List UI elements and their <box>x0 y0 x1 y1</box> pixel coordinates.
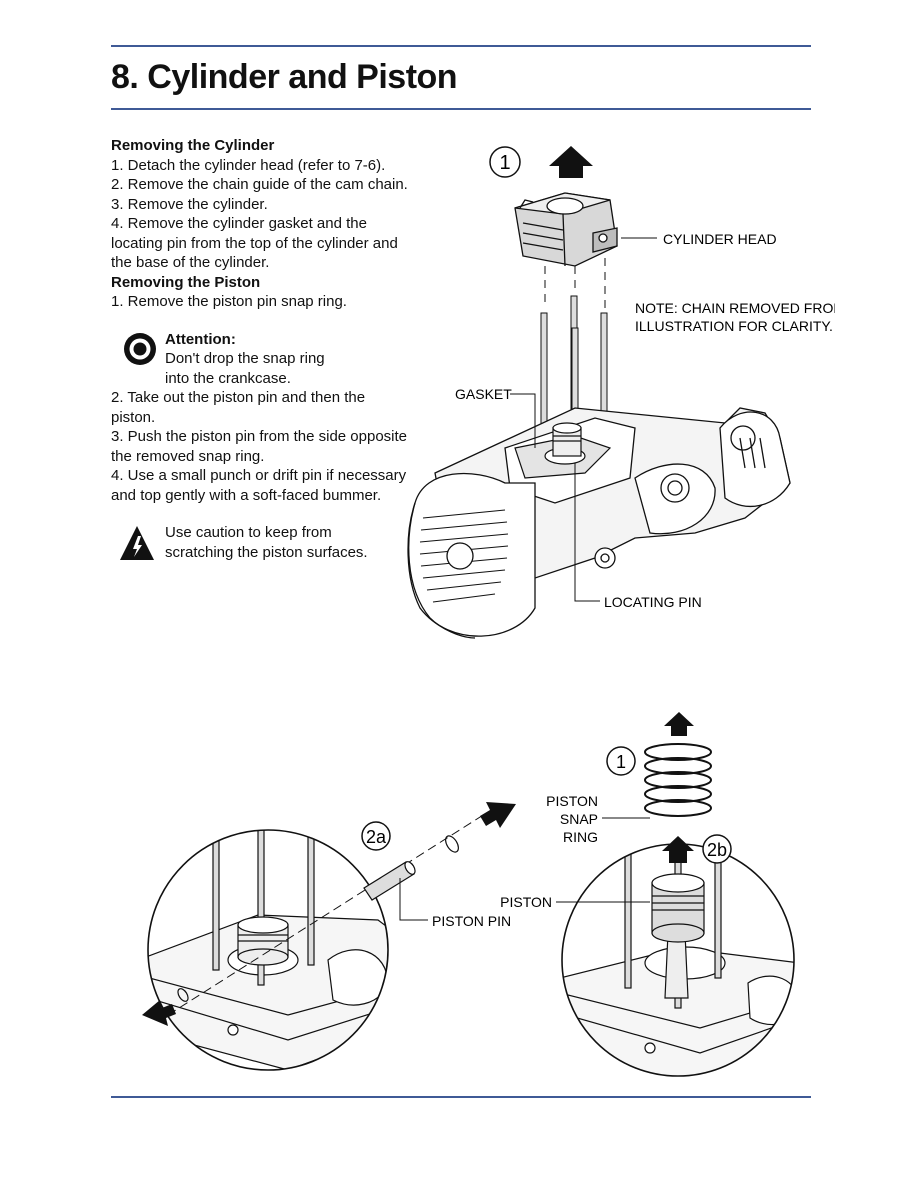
piston-step-1: 1. Remove the piston pin snap ring. <box>111 293 347 310</box>
svg-text:LOCATING PIN: LOCATING PIN <box>604 594 702 610</box>
gasket-label: GASKET <box>455 386 536 448</box>
top-rule <box>111 45 811 47</box>
piston-pin-inset <box>148 830 388 1070</box>
piston-snap-ring-label: PISTON SNAP RING <box>546 793 650 845</box>
cylinder-step-4: 4. Remove the cylinder gasket and the lo… <box>111 215 398 271</box>
page-title: 8. Cylinder and Piston <box>111 58 458 96</box>
left-arrow-icon <box>142 1000 176 1026</box>
svg-text:RING: RING <box>563 829 598 845</box>
piston-step-3: 3. Push the piston pin from the side opp… <box>111 428 408 465</box>
cylinder-step-2: 2. Remove the chain guide of the cam cha… <box>111 176 408 193</box>
cylinder-step-3: 3. Remove the cylinder. <box>111 195 268 213</box>
note-line-1: NOTE: CHAIN REMOVED FROM <box>635 300 835 316</box>
svg-text:PISTON: PISTON <box>546 793 598 809</box>
cylinder-removal-figure: 1 CYLINDER HEAD NOTE: CHAIN REMOVED FROM… <box>407 146 835 639</box>
cylinder-head-drawing <box>514 192 618 267</box>
piston-step-4: 4. Use a small punch or drift pin if nec… <box>111 467 407 504</box>
svg-text:1: 1 <box>616 752 626 772</box>
attention-notice: Attention: Don't drop the snap ring into… <box>111 330 411 389</box>
piston-pin-figure: 2a PISTON PIN <box>142 802 516 1071</box>
crankcase-drawing <box>407 407 791 639</box>
svg-text:SNAP: SNAP <box>560 811 598 827</box>
title-rule <box>111 108 811 110</box>
piston-step-2: 2. Take out the piston pin and then the … <box>111 389 366 426</box>
instructions-column: Removing the Cylinder 1. Detach the cyli… <box>111 136 411 563</box>
piston-removal-figure: 1 PISTON SNAP RING <box>500 712 795 1077</box>
svg-text:2a: 2a <box>366 827 387 847</box>
up-arrow-icon <box>664 712 694 736</box>
svg-text:CYLINDER HEAD: CYLINDER HEAD <box>663 231 777 247</box>
note-line-2: ILLUSTRATION FOR CLARITY. <box>635 318 833 334</box>
piston-snap-ring-drawing <box>644 743 712 817</box>
svg-text:PISTON PIN: PISTON PIN <box>432 913 511 929</box>
step-marker-2b: 2b <box>702 834 732 864</box>
removing-cylinder-heading: Removing the Cylinder <box>111 137 275 154</box>
lift-arrow-icon <box>662 836 694 863</box>
step-marker-1-bottom: 1 <box>606 746 636 776</box>
snap-ring-left <box>177 988 189 1002</box>
warning-icon <box>120 526 154 560</box>
cylinder-step-1: 1. Detach the cylinder head (refer to 7-… <box>111 156 386 174</box>
attention-icon <box>124 332 156 365</box>
inset-circle-left <box>147 829 389 1071</box>
pin-axis-line <box>167 811 489 1016</box>
step-marker-2a: 2a <box>361 821 391 851</box>
caution-text: Use caution to keep from scratching the … <box>165 524 368 561</box>
svg-text:GASKET: GASKET <box>455 386 512 402</box>
piston-pin-label: PISTON PIN <box>399 878 511 929</box>
svg-text:PISTON: PISTON <box>500 894 552 910</box>
out-arrow-icon <box>480 802 516 828</box>
piston-label: PISTON <box>500 894 650 910</box>
piston-pin-drawing <box>363 861 416 901</box>
snap-ring-right <box>445 835 459 853</box>
step-marker-1: 1 <box>489 146 521 178</box>
cylinder-head-label: CYLINDER HEAD <box>621 231 777 247</box>
caution-notice: Use caution to keep from scratching the … <box>111 523 411 563</box>
svg-text:2b: 2b <box>707 840 727 860</box>
svg-text:1: 1 <box>499 152 510 174</box>
attention-text: Don't drop the snap ring into the crankc… <box>165 350 325 387</box>
bottom-rule <box>111 1096 811 1098</box>
up-arrow-icon <box>549 146 593 178</box>
removing-piston-heading: Removing the Piston <box>111 273 261 291</box>
piston-drawing <box>552 422 582 457</box>
piston-lifted-drawing <box>651 873 705 999</box>
alignment-lines <box>544 258 606 308</box>
attention-title: Attention: <box>165 330 236 348</box>
locating-pin-label: LOCATING PIN <box>574 463 702 610</box>
